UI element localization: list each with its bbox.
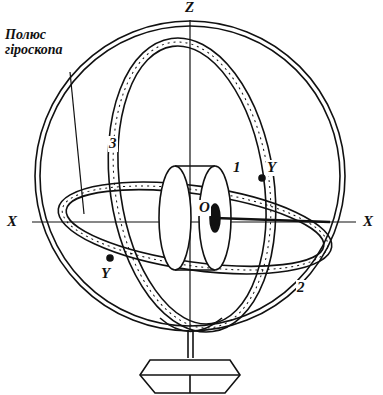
axis-label: X [362,214,374,230]
callout-number: 3 [108,136,118,152]
callout-number: 1 [232,160,242,176]
point-label: O [198,200,211,216]
axis-label: Z [184,0,195,16]
axis-label: X [6,214,18,230]
axis-label: Y [266,160,277,176]
pole-label: Полюс гіроскопа [4,28,84,57]
callout-number: 2 [296,280,306,296]
axis-label: Y [100,266,111,282]
